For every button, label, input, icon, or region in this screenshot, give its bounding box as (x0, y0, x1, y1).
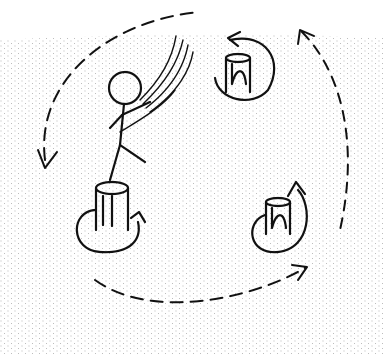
water-surface (0, 34, 385, 354)
